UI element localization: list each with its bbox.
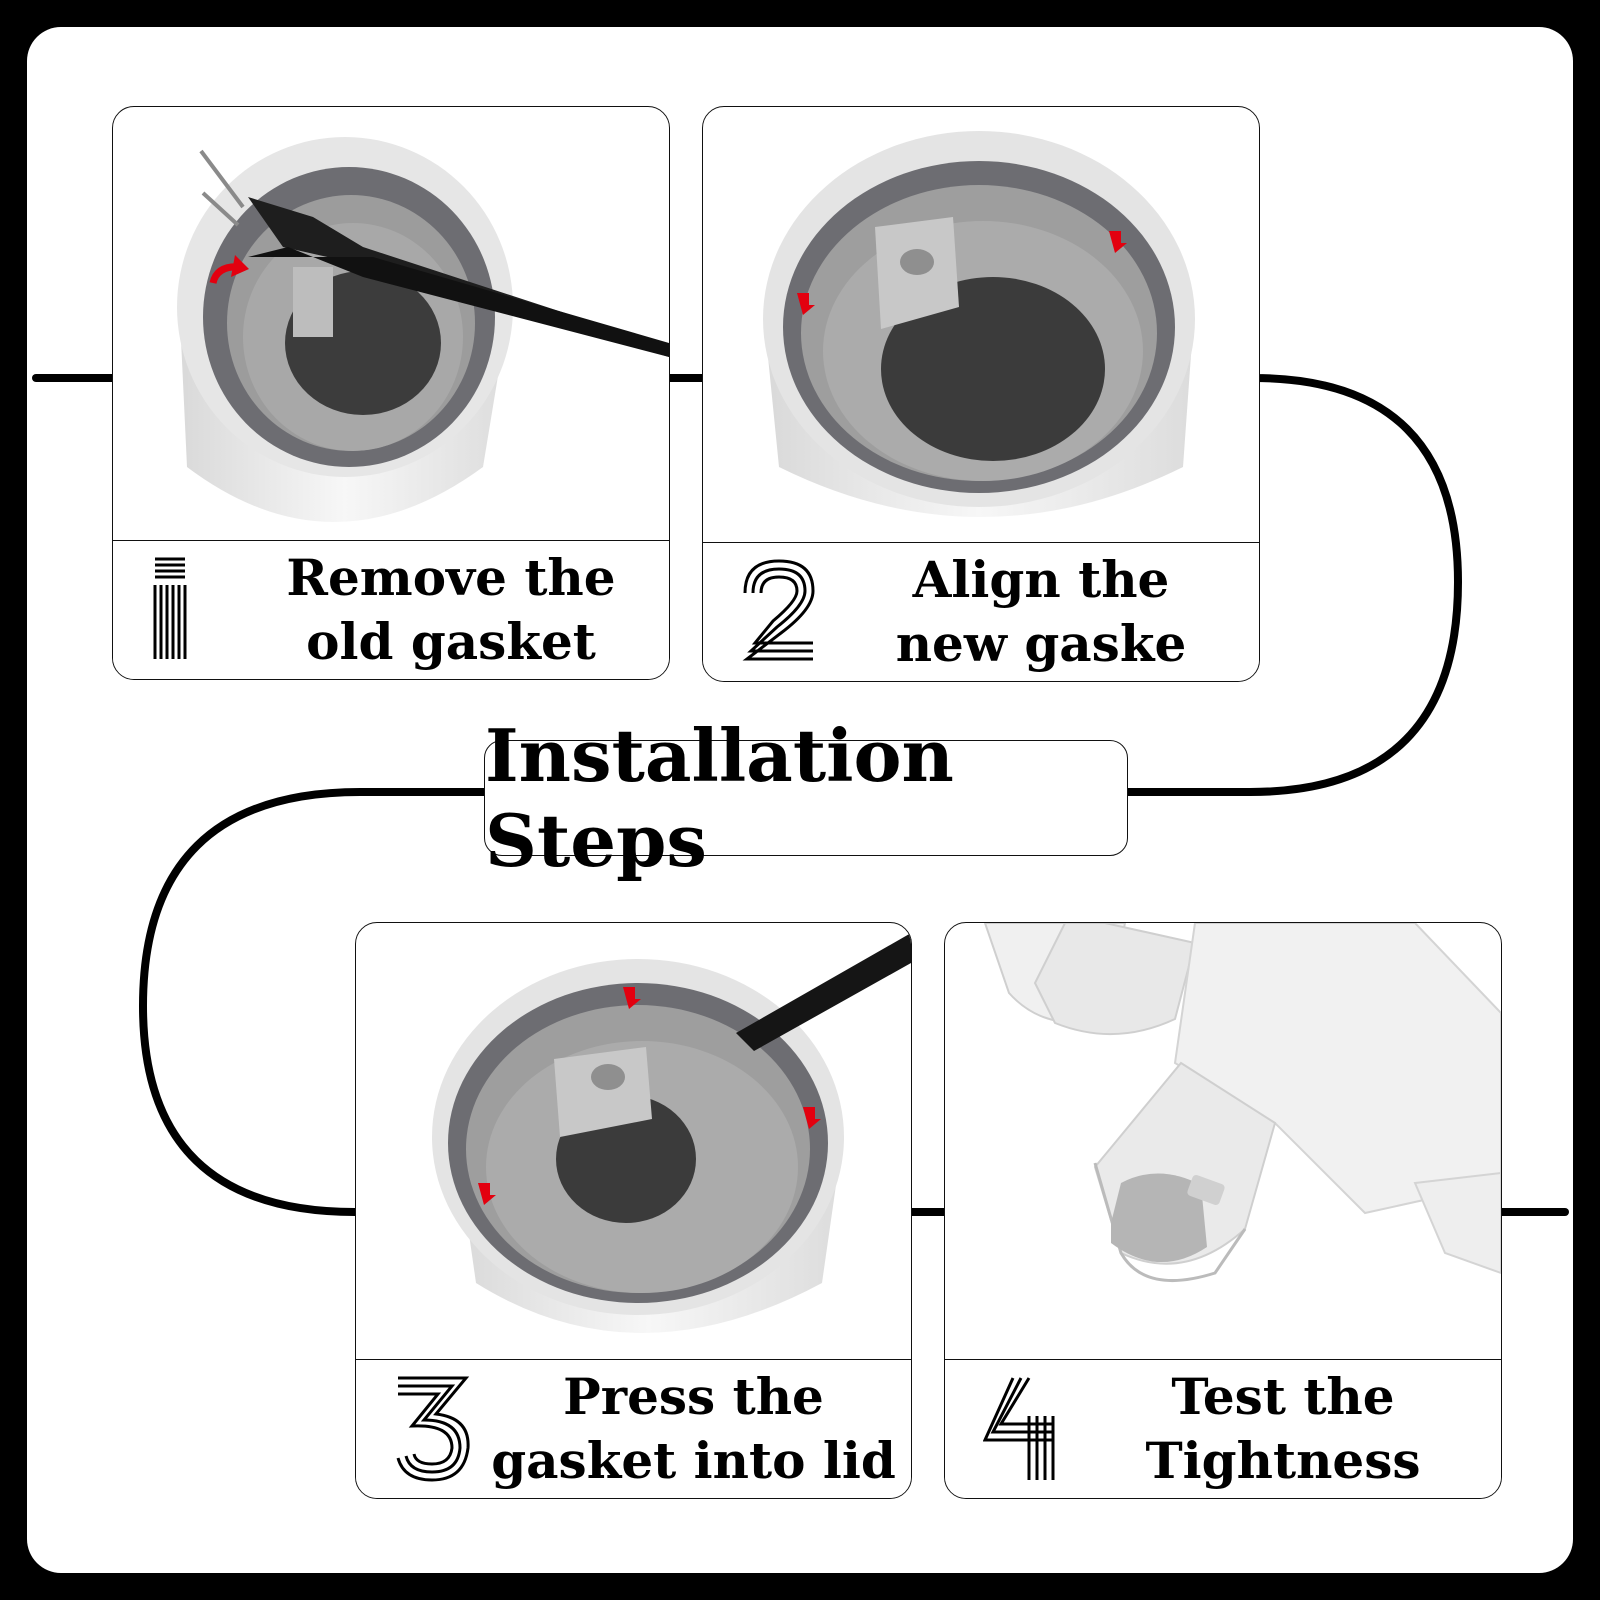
step-3-card: Press the gasket into lid <box>355 922 912 1499</box>
step-number-1-icon <box>153 557 187 659</box>
red-arrow-icon <box>623 987 641 1009</box>
step-1-line-2: old gasket <box>306 612 596 671</box>
step-number-2-icon <box>742 559 815 661</box>
step-4-line-2: Tightness <box>1145 1431 1421 1490</box>
red-arrow-icon <box>1109 231 1127 253</box>
step-3-line-2: gasket into lid <box>491 1431 896 1490</box>
step-2-line-2: new gaske <box>895 614 1187 673</box>
red-arrow-icon <box>803 1107 821 1129</box>
step-4-caption: Test the Tightness <box>1075 1360 1491 1498</box>
step-1-line-1: Remove the <box>286 548 616 607</box>
step-3-caption: Press the gasket into lid <box>486 1360 901 1498</box>
step-2-caption: Align the new gaske <box>833 543 1249 681</box>
step-number-3-icon <box>396 1376 470 1482</box>
step-2-card: Align the new gaske <box>702 106 1260 682</box>
red-arrow-icon <box>797 293 815 315</box>
step-number-4-icon <box>983 1377 1055 1480</box>
red-arrow-icon <box>478 1183 496 1205</box>
test-tightness-illustration <box>983 923 1501 1283</box>
align-gasket-illustration <box>763 131 1195 517</box>
step-4-card: Test the Tightness <box>944 922 1502 1499</box>
step-4-line-1: Test the <box>1171 1367 1395 1426</box>
step-2-line-1: Align the <box>912 550 1170 609</box>
step-1-caption: Remove the old gasket <box>243 541 659 679</box>
step-1-card: Remove the old gasket <box>112 106 670 680</box>
step-3-line-1: Press the <box>563 1367 824 1426</box>
press-gasket-illustration <box>432 933 911 1333</box>
remove-gasket-illustration <box>177 137 669 522</box>
page-title: Installation Steps <box>484 713 1128 883</box>
